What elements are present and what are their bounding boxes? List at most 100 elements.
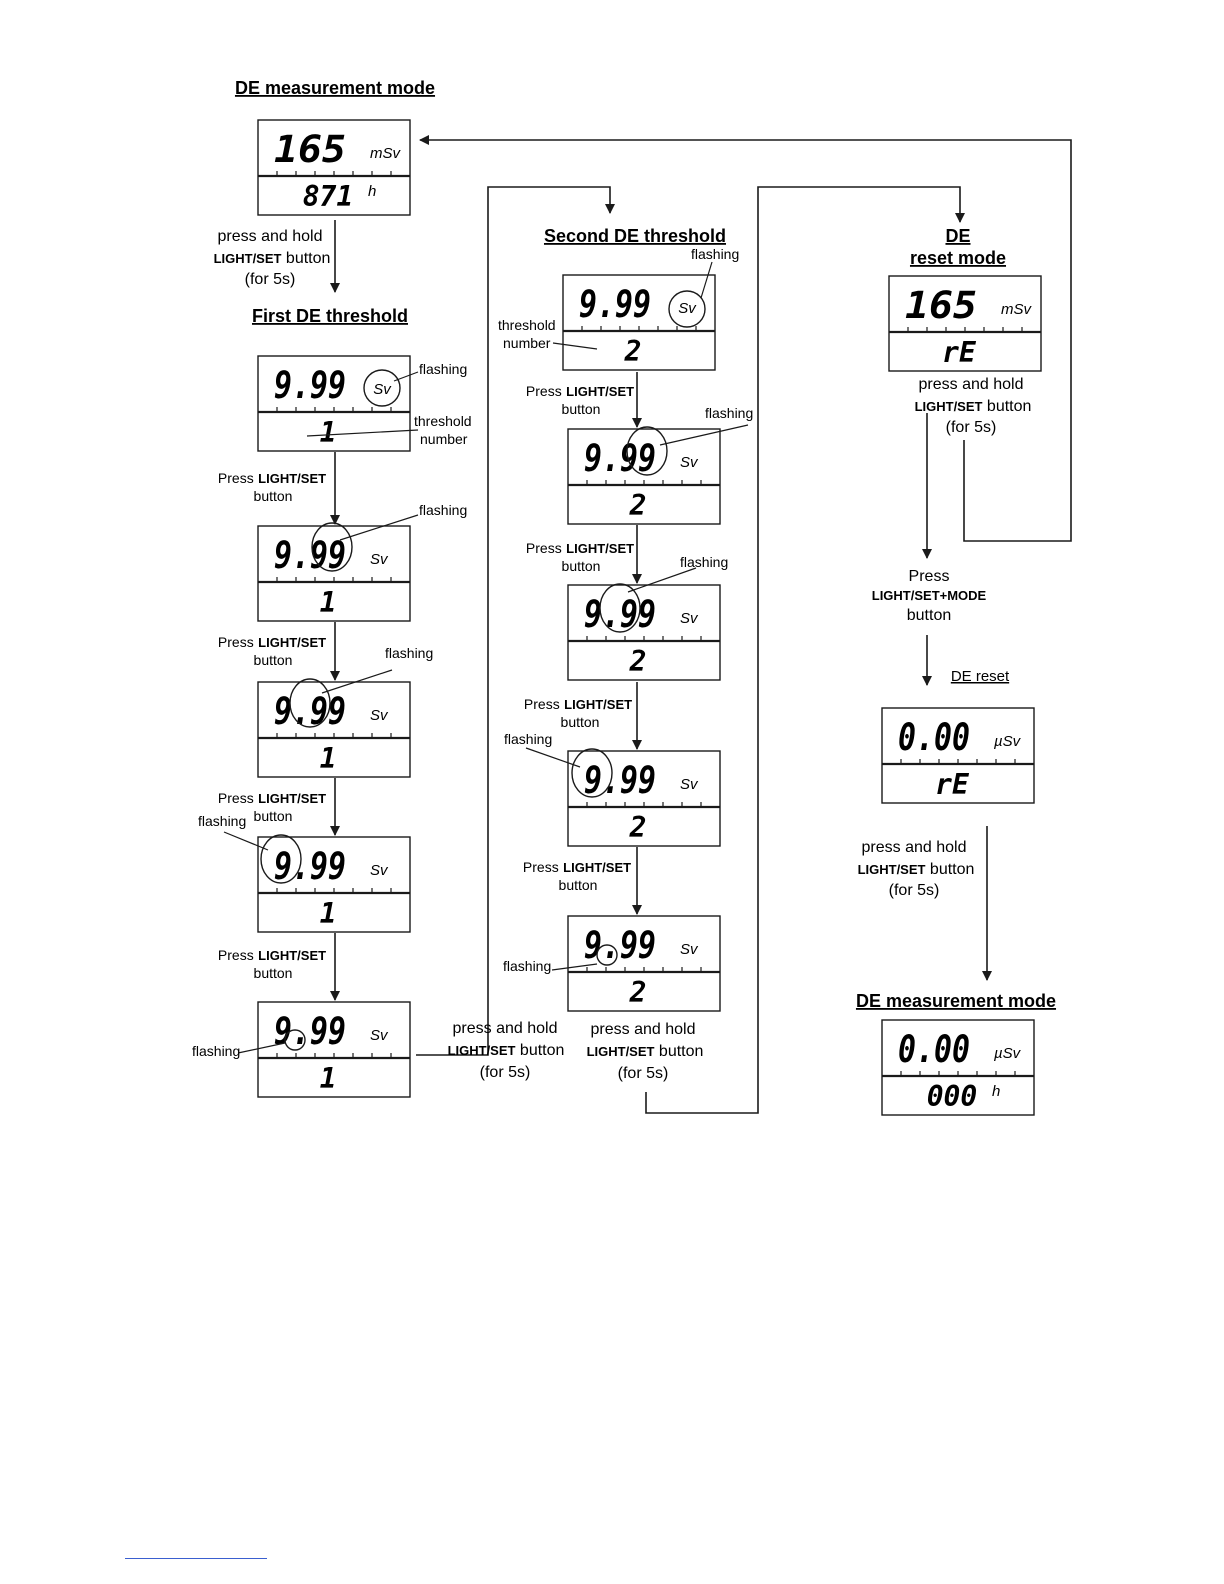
- lcd-sub-unit: h: [368, 183, 376, 200]
- title-de-measurement-mode: DE measurement mode: [235, 78, 435, 98]
- lcd-frame: [257, 681, 411, 778]
- lcd-subvalue: 1: [320, 586, 337, 619]
- step-label-m4: Press LIGHT/SET: [523, 859, 631, 876]
- press-hold-time-1: (for 5s): [245, 271, 296, 288]
- title-first-threshold: First DE threshold: [252, 306, 408, 326]
- press-hold-label-3: press and hold: [591, 1021, 696, 1038]
- lcd-unit: µSv: [994, 1045, 1022, 1062]
- step-label-l2: Press LIGHT/SET: [218, 634, 326, 651]
- lcd-subvalue: rE: [935, 768, 970, 801]
- title-de-measurement-mode-2: DE measurement mode: [856, 991, 1056, 1011]
- lcd-value: 9.99: [584, 759, 656, 802]
- lcd-unit: µSv: [994, 733, 1022, 750]
- lcd-unit: Sv: [680, 776, 699, 793]
- lcd-subvalue: 1: [320, 1062, 337, 1095]
- flashing-label-4: flashing: [198, 813, 246, 829]
- flashing-label-8: flashing: [680, 554, 728, 570]
- step-label-m1: Press LIGHT/SET: [526, 383, 634, 400]
- highlight-unit-1: [363, 369, 401, 407]
- lcd-measure-top: 165 mSv 871 h: [257, 119, 411, 216]
- highlight-dot-1: [284, 1029, 306, 1051]
- press-hold-button-3: LIGHT/SET button: [587, 1043, 704, 1060]
- press-hold-button-1: LIGHT/SET button: [214, 250, 331, 267]
- press-hold-time-3: (for 5s): [618, 1065, 669, 1082]
- lcd-frame: [881, 707, 1035, 804]
- highlight-digit-4: [626, 426, 668, 476]
- press-hold-button-2: LIGHT/SET button: [448, 1042, 565, 1059]
- lcd-subvalue: 1: [320, 416, 337, 449]
- flashing-label-6: flashing: [691, 246, 739, 262]
- lcd-value: 9.99: [584, 593, 656, 636]
- lcd-value: 0.00: [898, 1028, 970, 1071]
- threshold-label-2: threshold: [498, 317, 556, 333]
- lcd-unit: mSv: [370, 145, 402, 162]
- flashing-highlights: [260, 290, 706, 1051]
- lcd-unit: Sv: [680, 454, 699, 471]
- lcd-frame: [257, 525, 411, 622]
- press-hold-label-2: press and hold: [453, 1020, 558, 1037]
- number-label-1: number: [420, 431, 468, 447]
- lcd-unit: Sv: [680, 941, 699, 958]
- connectors: [330, 135, 1072, 1114]
- lcd-unit: Sv: [373, 381, 392, 398]
- lcd-subvalue: 2: [629, 645, 647, 678]
- press-hold-time-2: (for 5s): [480, 1064, 531, 1081]
- highlight-unit-2: [668, 290, 706, 328]
- number-label-2: number: [503, 335, 551, 351]
- flashing-label-10: flashing: [503, 958, 551, 974]
- lcd-unit: Sv: [370, 862, 389, 879]
- press-hold-label-1: press and hold: [218, 228, 323, 245]
- press-hold-button-5: LIGHT/SET button: [858, 861, 975, 878]
- lcd-threshold1-step5: 9.99 Sv 1: [257, 1001, 411, 1098]
- press-button-reset-word: button: [907, 607, 951, 624]
- title-reset-mode-line1: DE: [945, 226, 970, 246]
- highlight-digit-1: [311, 522, 353, 572]
- lcd-unit: Sv: [678, 300, 697, 317]
- lcd-value: 9.99: [274, 1010, 346, 1053]
- lcd-value: 9.99: [274, 534, 346, 577]
- step-label-m2b: button: [562, 558, 601, 574]
- label-de-reset: DE reset: [951, 668, 1010, 685]
- lcd-frame: [567, 750, 721, 847]
- lcd-value: 165: [274, 128, 346, 171]
- lcd-subvalue: 2: [629, 976, 647, 1009]
- lcd-unit: Sv: [370, 551, 389, 568]
- flashing-label-5: flashing: [192, 1043, 240, 1059]
- lcd-value: 9.99: [274, 364, 346, 407]
- lcd-frame: [567, 915, 721, 1012]
- step-label-l2b: button: [254, 652, 293, 668]
- lcd-frame: [257, 1001, 411, 1098]
- press-hold-button-4: LIGHT/SET button: [915, 398, 1032, 415]
- lcd-threshold2-step1: 9.99 Sv 2: [562, 274, 716, 371]
- lcd-threshold1-step1: 9.99 Sv 1: [257, 355, 411, 452]
- step-label-m4b: button: [559, 877, 598, 893]
- lcd-value: 9.99: [579, 283, 651, 326]
- step-label-l1b: button: [254, 488, 293, 504]
- lcd-subvalue: 871: [303, 180, 354, 213]
- step-label-l4: Press LIGHT/SET: [218, 947, 326, 964]
- highlight-digit-3: [260, 834, 302, 884]
- lcd-unit: Sv: [370, 707, 389, 724]
- lcd-threshold2-step5: 9.99 Sv 2: [567, 915, 721, 1012]
- lcd-value: 9.99: [584, 924, 656, 967]
- press-hold-time-5: (for 5s): [889, 882, 940, 899]
- lcd-unit: Sv: [370, 1027, 389, 1044]
- press-button-reset: LIGHT/SET+MODE: [872, 588, 987, 603]
- lcd-subvalue: 2: [624, 335, 642, 368]
- press-label-reset: Press: [909, 568, 950, 585]
- lcd-subvalue: rE: [942, 336, 977, 369]
- threshold-label-1: threshold: [414, 413, 472, 429]
- lcd-value: 0.00: [898, 716, 970, 759]
- highlight-dot-2: [596, 944, 618, 966]
- lcd-value: 9.99: [584, 437, 656, 480]
- lcd-value: 9.99: [274, 690, 346, 733]
- lcd-subvalue: 1: [320, 897, 337, 930]
